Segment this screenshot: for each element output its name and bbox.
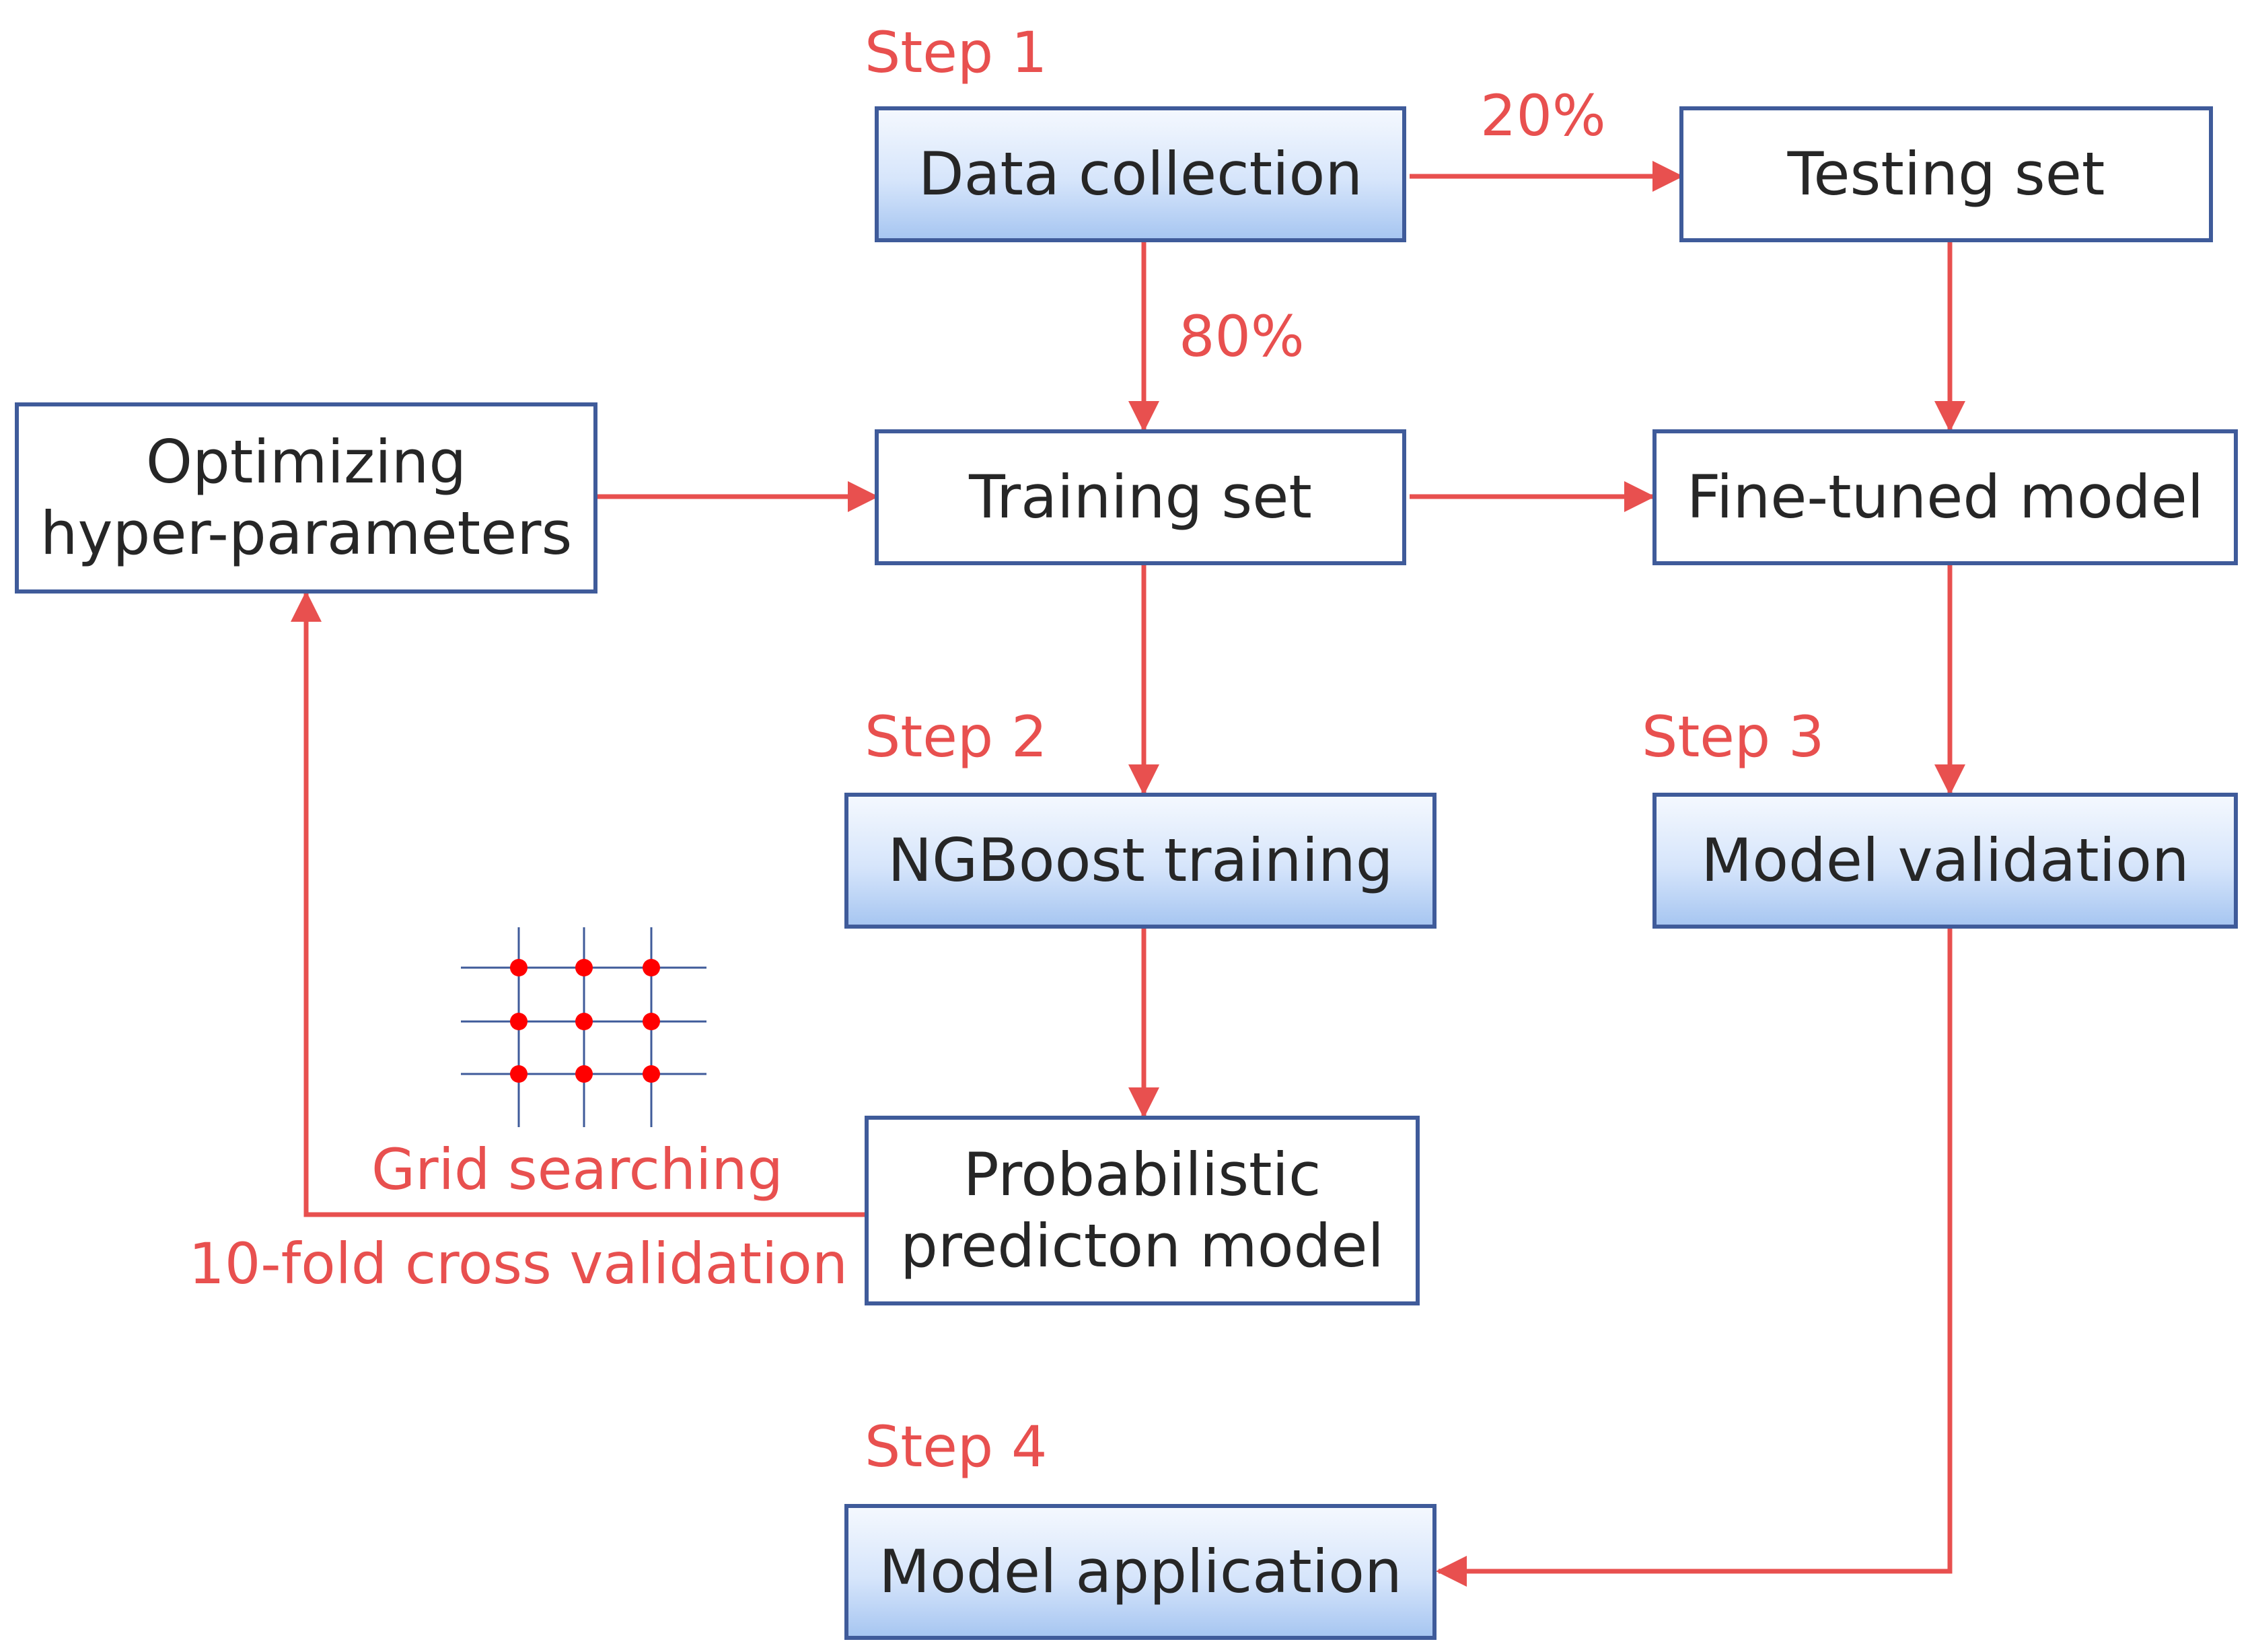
training-split-label: 80% [1179,303,1305,369]
probabilistic-prediction-model-node: Probabilistic predicton model [865,1116,1420,1305]
arrow-probabilistic-to-optimizing [291,591,866,1217]
model-validation-node: Model validation [1652,793,2238,929]
testing-set-node: Testing set [1679,106,2213,242]
model-application-node: Model application [844,1504,1437,1640]
data-collection-node: Data collection [875,106,1406,242]
optimizing-hyperparameters-node: Optimizing hyper-parameters [15,402,597,594]
step-4-label: Step 4 [865,1414,1048,1480]
step-3-label: Step 3 [1642,704,1825,770]
step-2-label: Step 2 [865,704,1048,770]
testing-split-label: 20% [1480,83,1606,149]
grid-searching-label: Grid searching [371,1137,783,1202]
ngboost-training-node: NGBoost training [844,793,1437,929]
step-1-label: Step 1 [865,20,1048,85]
cross-validation-label: 10-fold cross validation [188,1231,848,1297]
grid-search-icon [461,927,706,1127]
arrow-validation-to-application [1436,929,1953,1587]
fine-tuned-model-node: Fine-tuned model [1652,429,2238,565]
training-set-node: Training set [875,429,1406,565]
